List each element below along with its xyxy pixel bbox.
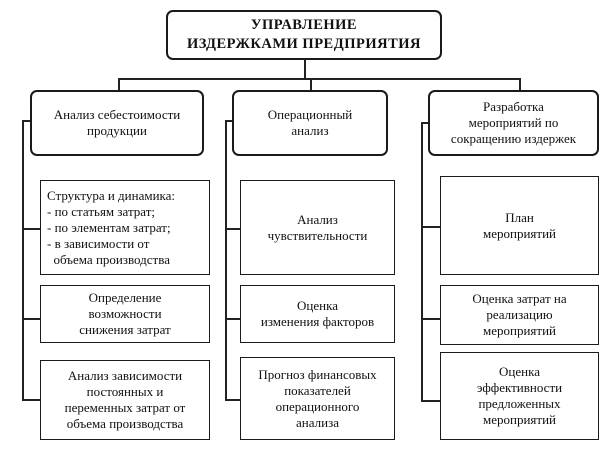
text-line: предложенных	[478, 396, 561, 411]
text-line: анализ	[291, 123, 329, 138]
connector	[22, 399, 40, 401]
text-line: Оценка	[297, 298, 338, 313]
text-line: мероприятий	[483, 323, 556, 338]
text-line: объема производства	[47, 251, 170, 267]
connector	[225, 399, 240, 401]
text-line: Прогноз финансовых	[258, 366, 377, 382]
title-box: УПРАВЛЕНИЕ ИЗДЕРЖКАМИ ПРЕДПРИЯТИЯ	[166, 10, 442, 60]
item-efficiency-evaluation: Оценка эффективности предложенных меропр…	[440, 352, 599, 440]
connector	[519, 78, 521, 90]
text-line: Оценка	[499, 364, 540, 379]
connector	[421, 122, 423, 402]
connector	[225, 120, 233, 122]
text-line: Анализ себестоимости	[53, 107, 181, 122]
connector	[421, 226, 440, 228]
text-line: мероприятий	[483, 412, 556, 427]
connector	[225, 318, 240, 320]
text-line: продукции	[87, 123, 147, 138]
text-line: Определение	[88, 290, 162, 305]
header-cost-reduction: Разработка мероприятий по сокращению изд…	[428, 90, 599, 156]
text-line: Анализ зависимости	[67, 368, 183, 383]
connector	[421, 400, 440, 402]
item-implementation-costs: Оценка затрат на реализацию мероприятий	[440, 285, 599, 345]
header-operational-analysis: Операционный анализ	[232, 90, 388, 156]
title-line: ИЗДЕРЖКАМИ ПРЕДПРИЯТИЯ	[186, 36, 422, 52]
connector	[22, 120, 30, 122]
item-fixed-variable-analysis: Анализ зависимости постоянных и переменн…	[40, 360, 210, 440]
connector	[22, 318, 40, 320]
text-line: Разработка	[483, 99, 544, 114]
connector	[225, 228, 240, 230]
item-cost-reduction-potential: Определение возможности снижения затрат	[40, 285, 210, 343]
text-line: - по статьям затрат;	[47, 203, 156, 219]
text-line: изменения факторов	[260, 314, 375, 329]
connector	[22, 228, 40, 230]
text-line: Структура и динамика:	[47, 187, 176, 203]
text-line: возможности	[88, 306, 162, 321]
connector	[304, 60, 306, 79]
text-line: постоянных и	[86, 384, 164, 399]
text-line: операционного	[275, 398, 360, 414]
text-line: Анализ	[297, 211, 338, 227]
connector	[421, 122, 429, 124]
connector	[118, 78, 520, 80]
connector	[421, 318, 440, 320]
item-factor-change: Оценка изменения факторов	[240, 285, 395, 343]
title-line: УПРАВЛЕНИЕ	[250, 17, 358, 33]
text-line: сокращению издержек	[450, 131, 577, 146]
text-line: чувствительности	[267, 227, 368, 243]
text-line: Оценка затрат на	[472, 291, 567, 306]
item-financial-forecast: Прогноз финансовых показателей операцион…	[240, 357, 395, 440]
text-line: - по элементам затрат;	[47, 219, 171, 235]
text-line: План	[505, 209, 534, 225]
header-cost-analysis: Анализ себестоимости продукции	[30, 90, 204, 156]
text-line: эффективности	[476, 380, 563, 395]
connector	[22, 120, 24, 400]
text-line: анализа	[296, 414, 339, 430]
text-line: мероприятий по	[468, 115, 559, 130]
item-action-plan: План мероприятий	[440, 176, 599, 275]
connector	[118, 78, 120, 90]
text-line: мероприятий	[483, 225, 556, 241]
text-line: объема производства	[66, 416, 184, 431]
connector	[225, 120, 227, 400]
text-line: переменных затрат от	[64, 400, 186, 415]
connector	[310, 78, 312, 90]
text-line: снижения затрат	[79, 322, 171, 337]
text-line: - в зависимости от	[47, 235, 150, 251]
text-line: реализацию	[486, 307, 553, 322]
item-sensitivity-analysis: Анализ чувствительности	[240, 180, 395, 275]
item-structure-dynamics: Структура и динамика: - по статьям затра…	[40, 180, 210, 275]
text-line: Операционный	[267, 107, 353, 122]
text-line: показателей	[284, 382, 351, 398]
